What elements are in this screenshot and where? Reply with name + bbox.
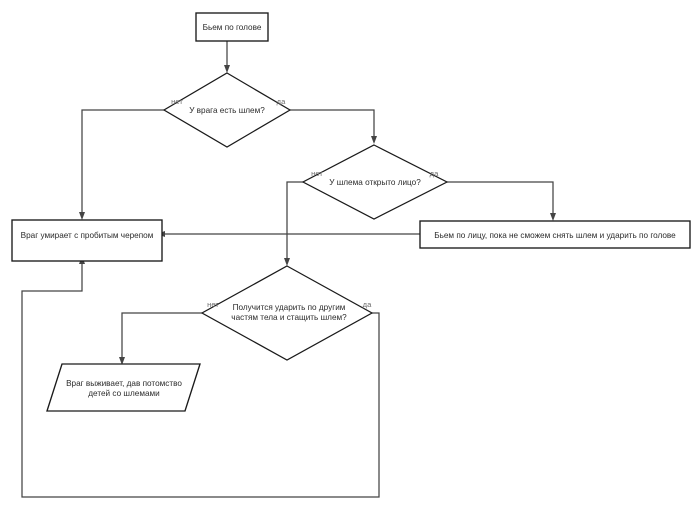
connector-otherbody-no-to-survives xyxy=(119,312,202,365)
edge-label-otherbody-no: нет xyxy=(207,300,219,309)
edge-label-helmet-no: нет xyxy=(171,97,183,106)
node-start-label: Бьем по голове xyxy=(203,23,262,32)
edge-label-helmet-yes: да xyxy=(277,97,286,106)
connector-openface-yes-to-hitface xyxy=(447,181,556,221)
node-decision-other-body-line2: частям тела и стащить шлем? xyxy=(231,313,347,322)
edge-label-openface-no: нет xyxy=(311,169,323,178)
connector-hitface-to-dies xyxy=(157,231,420,237)
connector-start-to-helmet xyxy=(224,41,230,73)
node-start[interactable]: Бьем по голове xyxy=(195,12,269,42)
node-hit-face-label: Бьем по лицу, пока не сможем снять шлем … xyxy=(434,231,676,240)
node-decision-open-face-label: У шлема открыто лицо? xyxy=(329,178,421,187)
edge-label-openface-yes: да xyxy=(430,169,439,178)
node-enemy-dies[interactable]: Враг умирает с пробитым черепом xyxy=(11,219,163,262)
node-enemy-dies-label: Враг умирает с пробитым черепом xyxy=(21,231,154,240)
node-decision-helmet-label: У врага есть шлем? xyxy=(189,106,265,115)
node-enemy-survives-line1: Враг выживает, дав потомство xyxy=(66,379,182,388)
node-decision-helmet[interactable]: У врага есть шлем? xyxy=(162,72,292,148)
node-enemy-survives[interactable]: Враг выживает, дав потомство детей со шл… xyxy=(46,363,201,412)
connector-helmet-yes-to-openface xyxy=(290,109,377,144)
node-enemy-survives-line2: детей со шлемами xyxy=(88,389,159,398)
node-decision-other-body[interactable]: Получится ударить по другим частям тела … xyxy=(200,265,374,361)
node-decision-other-body-line1: Получится ударить по другим xyxy=(233,303,346,312)
edge-label-otherbody-yes: да xyxy=(363,300,372,309)
connector-openface-no-to-otherbody xyxy=(284,181,303,266)
node-hit-face[interactable]: Бьем по лицу, пока не сможем снять шлем … xyxy=(419,220,691,249)
connector-helmet-no-to-dies xyxy=(79,109,164,220)
node-decision-open-face[interactable]: У шлема открыто лицо? xyxy=(301,144,449,220)
